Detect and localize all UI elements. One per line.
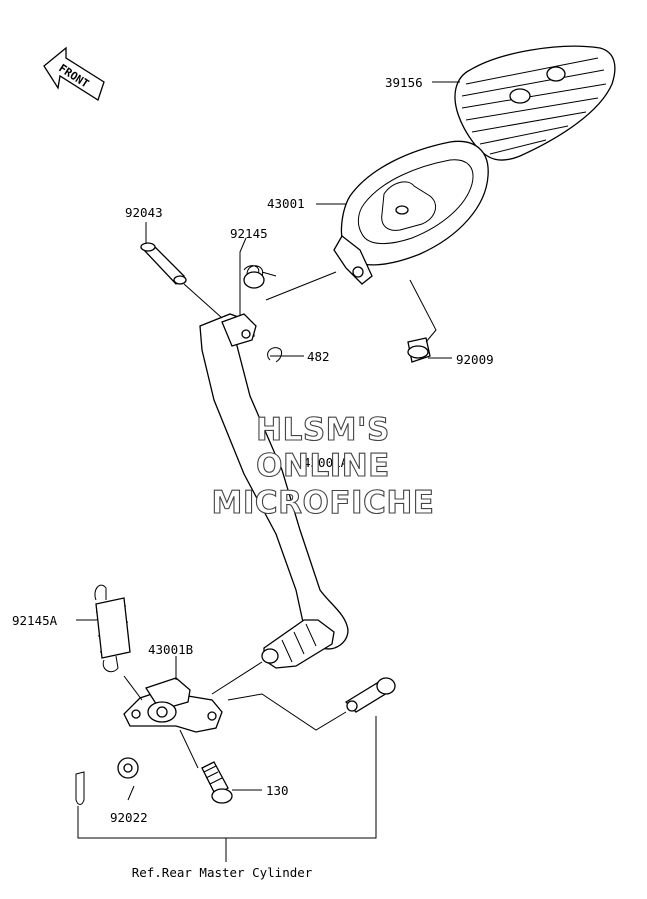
label-92043: 92043 xyxy=(125,205,163,220)
watermark-line-1: HLSM'S xyxy=(256,412,390,448)
label-43001A: 43001A xyxy=(303,455,349,470)
cotter-pin xyxy=(75,771,85,805)
front-arrow-icon: FRONT xyxy=(43,46,105,101)
clip-482 xyxy=(267,347,283,363)
pedal-holder xyxy=(333,140,489,285)
label-92145A: 92145A xyxy=(12,613,58,628)
spring-92145A xyxy=(94,584,131,673)
caption-ref-rear-master-cylinder: Ref.Rear Master Cylinder xyxy=(132,865,313,880)
label-43001B: 43001B xyxy=(148,642,193,657)
pin-92043 xyxy=(140,242,187,285)
watermark-line-2: ONLINE xyxy=(256,448,390,484)
label-92009: 92009 xyxy=(456,352,494,367)
clevis-pin xyxy=(344,677,396,713)
label-92145: 92145 xyxy=(230,226,268,241)
leader-lines xyxy=(76,81,460,862)
bolt-92009 xyxy=(407,337,431,363)
watermark-line-3: MICROFICHE xyxy=(212,485,435,521)
label-92022: 92022 xyxy=(110,810,148,825)
pedal-rubber-pad xyxy=(454,45,616,161)
lever-43001B xyxy=(123,677,223,733)
spring-92145 xyxy=(243,265,277,289)
washer-92022 xyxy=(117,757,139,779)
label-130: 130 xyxy=(266,783,289,798)
label-43001: 43001 xyxy=(267,196,305,211)
label-482: 482 xyxy=(307,349,330,364)
label-39156: 39156 xyxy=(385,75,423,90)
bolt-130 xyxy=(201,761,233,804)
